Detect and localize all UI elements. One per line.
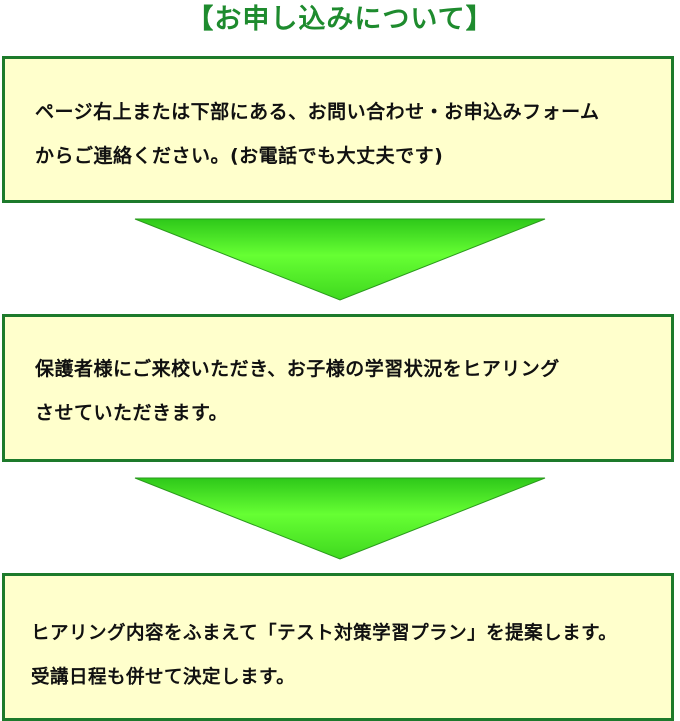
step-text-2: 保護者様にご来校いただき、お子様の学習状況をヒアリング させていただきます。	[35, 347, 651, 435]
step-box-2: 保護者様にご来校いただき、お子様の学習状況をヒアリング させていただきます。	[2, 314, 674, 462]
step-2-line-2: させていただきます。	[35, 402, 229, 424]
step-box-1: ページ右上または下部にある、お問い合わせ・お申込みフォーム からご連絡ください。…	[2, 56, 674, 203]
step-text-3: ヒアリング内容をふまえて「テスト対策学習プラン」を提案します。 受講日程も併せて…	[31, 612, 651, 700]
down-arrow-2	[134, 477, 546, 560]
step-1-line-1: ページ右上または下部にある、お問い合わせ・お申込みフォーム	[35, 101, 600, 123]
step-2-line-1: 保護者様にご来校いただき、お子様の学習状況をヒアリング	[35, 358, 560, 380]
step-1-line-2: からご連絡ください。(お電話でも大丈夫です)	[35, 145, 444, 167]
step-3-line-1: ヒアリング内容をふまえて「テスト対策学習プラン」を提案します。	[31, 623, 618, 644]
page-title: 【お申し込みについて】	[186, 4, 494, 35]
down-arrow-1	[134, 218, 546, 301]
step-box-3: ヒアリング内容をふまえて「テスト対策学習プラン」を提案します。 受講日程も併せて…	[2, 573, 674, 721]
step-text-1: ページ右上または下部にある、お問い合わせ・お申込みフォーム からご連絡ください。…	[35, 90, 651, 178]
step-3-line-2: 受講日程も併せて決定します。	[31, 667, 296, 688]
